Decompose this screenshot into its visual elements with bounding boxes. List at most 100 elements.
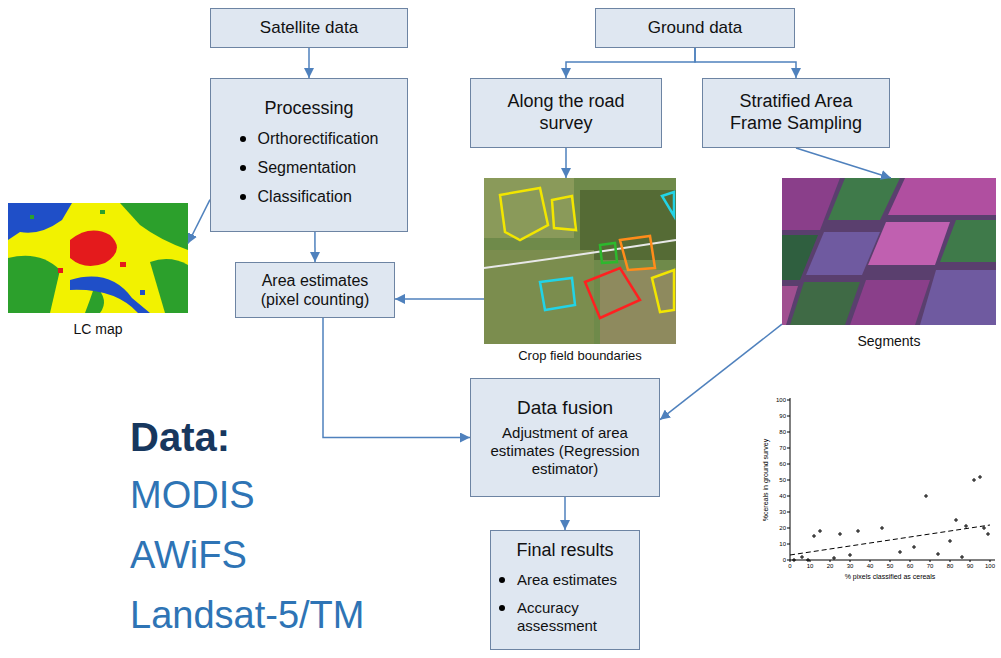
- tick-label: 60: [907, 563, 914, 570]
- bullet-dot: [240, 136, 246, 142]
- node-content: Data fusionAdjustment of area estimates …: [479, 397, 651, 478]
- image-caption: Crop field boundaries: [518, 348, 642, 364]
- crop-field-image-part: [600, 270, 676, 344]
- crop-field-image-part: [484, 250, 594, 344]
- node-content: Stratified Area Frame Sampling: [716, 91, 876, 134]
- tick-label: 50: [779, 477, 786, 484]
- image-node: Segments: [782, 178, 996, 350]
- text-line: Data fusion: [517, 397, 613, 424]
- flow-arrow: [188, 200, 210, 244]
- flow-arrow: [796, 148, 891, 178]
- bullet-text: Area estimates: [517, 571, 631, 589]
- bullet-dot: [240, 194, 246, 200]
- box-body: Adjustment of area estimates (Regression…: [479, 424, 651, 478]
- flow-arrow: [314, 232, 316, 262]
- node-content: Final resultsArea estimatesAccuracy asse…: [499, 540, 631, 640]
- input-box: Ground data: [595, 8, 795, 48]
- crop-field-image-part: [500, 188, 548, 240]
- lc-map-image-part: [100, 210, 105, 214]
- node-content: LC map: [8, 320, 188, 338]
- node-content: Segments: [782, 332, 996, 350]
- crop-field-image-part: [585, 268, 640, 318]
- bullet-item: Orthorectification: [240, 129, 379, 148]
- crop-field-image-part: [600, 243, 617, 263]
- tick-label: 0: [783, 557, 786, 564]
- flow-arrow: [323, 318, 470, 438]
- flow-arrow: [566, 48, 695, 78]
- text-line: Along the road survey: [491, 91, 641, 134]
- bullet-text: Accuracy assessment: [517, 599, 631, 635]
- tick-label: 70: [927, 563, 934, 570]
- bullet-dot: [499, 577, 505, 583]
- tick-label: 100: [776, 397, 786, 404]
- node-content: ProcessingOrthorectificationSegmentation…: [240, 98, 379, 211]
- flow-arrow: [395, 298, 484, 300]
- tick-label: 80: [947, 563, 954, 570]
- flow-arrow: [695, 48, 796, 78]
- segments-image: [782, 178, 996, 325]
- data-source: Landsat-5/TM: [130, 594, 364, 638]
- bullet-dot: [499, 605, 505, 611]
- box-title: Along the road survey: [491, 91, 641, 134]
- data-source: AWiFS: [130, 534, 247, 578]
- crop-field-image: [484, 178, 676, 344]
- lc-map-image-part: [120, 262, 126, 267]
- crop-field-image-part: [552, 196, 576, 230]
- box-title: Final results: [516, 540, 613, 562]
- axis-title: %cereals in ground survey: [762, 439, 770, 522]
- data-heading: Data:: [130, 414, 230, 460]
- node-content: Area estimates (pixel counting): [245, 271, 385, 309]
- tick-label: 40: [779, 493, 786, 500]
- image-caption: Segments: [857, 333, 920, 350]
- scatter-plot-part: [787, 400, 790, 560]
- tick-label: 60: [779, 461, 786, 468]
- scatter-plot-part: [790, 398, 791, 560]
- scatter-plot-part: [792, 475, 990, 562]
- process-box: Stratified Area Frame Sampling: [702, 78, 890, 148]
- image-caption: LC map: [73, 321, 122, 338]
- crop-field-image-part: [484, 178, 676, 344]
- bullet-item: Segmentation: [240, 158, 379, 177]
- segments-image-part: [850, 280, 930, 325]
- node-content: Ground data: [648, 18, 743, 38]
- node-content: Along the road survey: [491, 91, 641, 134]
- tick-label: 100: [985, 563, 995, 570]
- flow-arrow: [308, 48, 310, 78]
- scatter-plot-part: [790, 560, 995, 561]
- crop-field-image-part: [580, 190, 676, 260]
- lc-map-image-part: [58, 268, 63, 273]
- box-title: Satellite data: [260, 18, 358, 38]
- box-title: Area estimates (pixel counting): [245, 271, 385, 309]
- scatter-plot: [787, 398, 995, 562]
- segments-image-part: [782, 178, 996, 325]
- tick-label: 50: [887, 563, 894, 570]
- flow-arrow: [660, 324, 782, 419]
- lc-map-image-part: [70, 231, 117, 267]
- box-title: Ground data: [648, 18, 743, 38]
- lc-map-image-part: [8, 256, 60, 313]
- tick-label: 90: [779, 413, 786, 420]
- input-box: Satellite data: [210, 8, 408, 48]
- image-node: Crop field boundaries: [484, 178, 676, 364]
- bullet-dot: [240, 165, 246, 171]
- tick-label: 80: [779, 429, 786, 436]
- lc-map-image: [8, 203, 188, 313]
- segments-image-part: [888, 178, 996, 215]
- crop-field-image-part: [540, 278, 575, 310]
- tick-label: 40: [867, 563, 874, 570]
- scatter-plot-part: [790, 560, 990, 562]
- text-line: Segments: [782, 332, 996, 350]
- tick-label: 30: [847, 563, 854, 570]
- lc-map-image-part: [150, 259, 188, 313]
- tick-label: 20: [827, 563, 834, 570]
- process-box: ProcessingOrthorectificationSegmentation…: [210, 78, 408, 232]
- box-title: Processing: [264, 98, 353, 120]
- lc-map-image-part: [8, 203, 188, 313]
- text-line: Adjustment of area estimates (Regression…: [479, 424, 651, 478]
- crop-field-image-part: [662, 192, 674, 216]
- lc-map-image-part: [8, 203, 72, 240]
- process-box: Data fusionAdjustment of area estimates …: [470, 378, 660, 497]
- process-box: Along the road survey: [470, 78, 662, 148]
- output-box: Final resultsArea estimatesAccuracy asse…: [490, 530, 640, 650]
- lc-map-image-part: [30, 215, 34, 219]
